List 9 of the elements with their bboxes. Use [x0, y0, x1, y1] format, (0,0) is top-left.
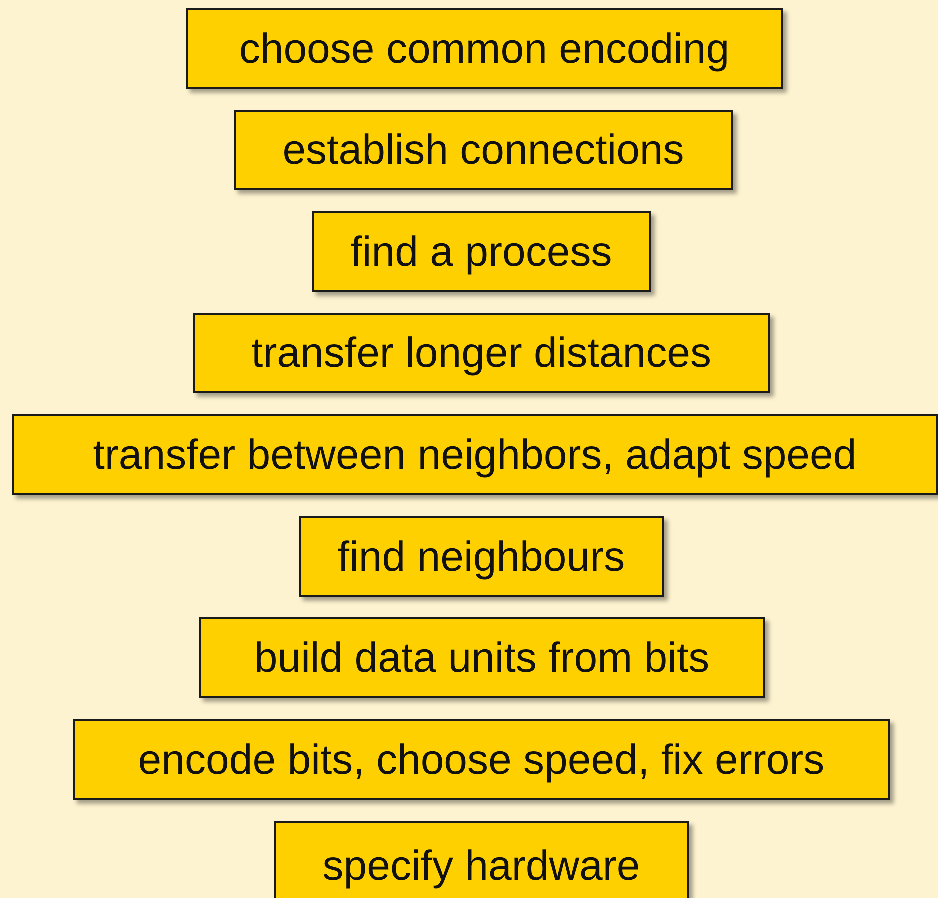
- layer-box: choose common encoding: [186, 8, 783, 89]
- layer-box: build data units from bits: [199, 617, 765, 698]
- layer-box: establish connections: [234, 110, 733, 190]
- layer-box: find neighbours: [299, 516, 664, 597]
- layer-box: find a process: [312, 211, 651, 292]
- layer-box: transfer between neighbors, adapt speed: [12, 414, 938, 495]
- layer-box: transfer longer distances: [193, 313, 770, 393]
- layer-box: encode bits, choose speed, fix errors: [73, 719, 890, 800]
- layer-box: specify hardware: [274, 821, 689, 898]
